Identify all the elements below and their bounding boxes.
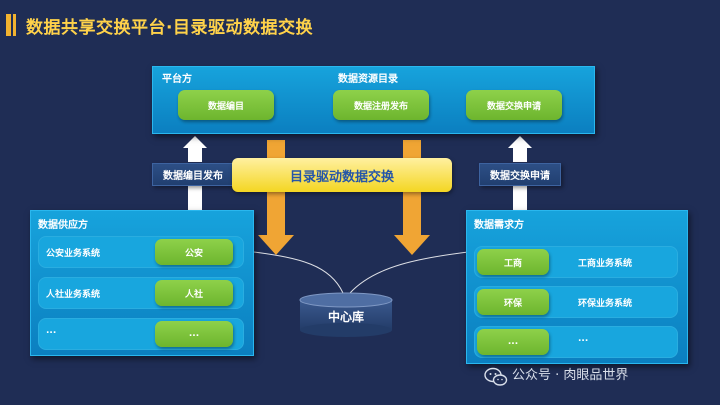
watermark-text: 公众号 · 肉眼品世界 [512, 368, 629, 383]
demander-dept-commerce[interactable]: 工商 [477, 249, 549, 275]
publish-tag: 数据编目发布 [152, 163, 234, 186]
center-db-label: 中心库 [327, 310, 364, 324]
demander-system-label: 工商业务系统 [578, 259, 633, 269]
up-arrow-right [508, 136, 532, 210]
wechat-icon [484, 367, 508, 386]
data-register-button[interactable]: 数据注册发布 [333, 90, 429, 120]
catalog-driven-banner: 目录驱动数据交换 [232, 158, 452, 192]
platform-label: 平台方 [162, 74, 192, 85]
supplier-dept-more[interactable]: ... [155, 321, 233, 347]
demander-system-label: ... [578, 334, 589, 344]
supplier-dept-hr[interactable]: 人社 [155, 280, 233, 306]
center-db-cylinder [299, 292, 393, 337]
apply-tag: 数据交换申请 [479, 163, 561, 186]
supplier-system-label: 公安业务系统 [46, 249, 101, 259]
demand-to-center-curve [349, 251, 469, 294]
demander-dept-more[interactable]: ... [477, 329, 549, 355]
up-arrow-left [183, 136, 207, 210]
page-title: 数据共享交换平台·目录驱动数据交换 [26, 18, 313, 38]
catalog-label: 数据资源目录 [338, 74, 398, 85]
supplier-system-label: ... [46, 326, 57, 336]
title-accent-bar-thin [13, 14, 16, 36]
supplier-label: 数据供应方 [38, 220, 88, 231]
supplier-dept-police[interactable]: 公安 [155, 239, 233, 265]
demander-dept-environment[interactable]: 环保 [477, 289, 549, 315]
title-accent-bar [6, 14, 11, 36]
data-edit-button[interactable]: 数据编目 [178, 90, 274, 120]
supplier-system-label: 人社业务系统 [46, 290, 101, 300]
supply-to-center-curve [253, 251, 344, 294]
demander-system-label: 环保业务系统 [578, 299, 633, 309]
demander-label: 数据需求方 [474, 220, 524, 231]
data-apply-button[interactable]: 数据交换申请 [466, 90, 562, 120]
